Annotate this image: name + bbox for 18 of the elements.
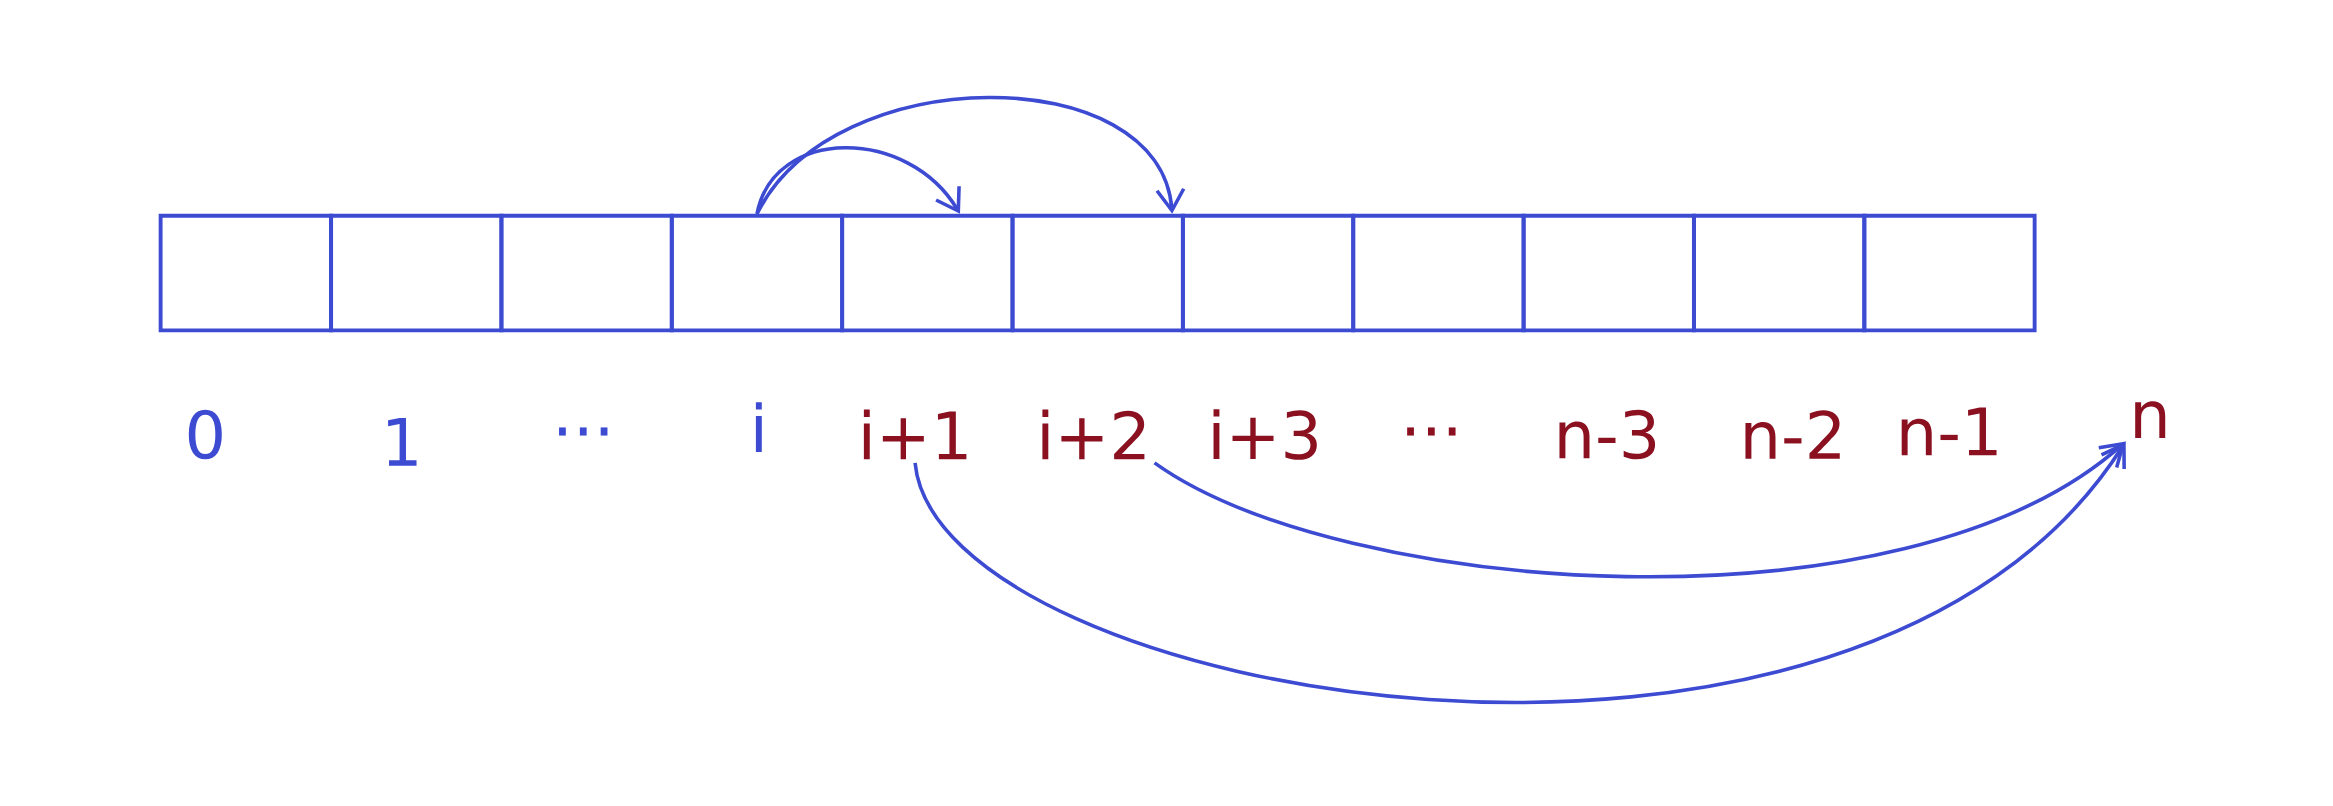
index-label: n-2 bbox=[1745, 409, 1840, 459]
index-label: i bbox=[755, 401, 762, 452]
index-label: i+3 bbox=[1213, 408, 1317, 460]
index-label: 1 bbox=[388, 417, 417, 466]
index-label: n-3 bbox=[1559, 409, 1656, 459]
arrow bbox=[755, 95, 1186, 215]
array-cell bbox=[1351, 213, 1526, 333]
index-label: ... bbox=[559, 427, 608, 436]
index-label: n-1 bbox=[1901, 407, 1997, 456]
index-label: 0 bbox=[188, 409, 222, 459]
arrow bbox=[755, 145, 961, 215]
index-label: i+1 bbox=[863, 409, 967, 460]
arrow bbox=[913, 441, 2126, 703]
index-label: i+2 bbox=[1042, 409, 1145, 460]
index-label: n bbox=[2135, 401, 2166, 438]
array-cell bbox=[1862, 213, 2037, 333]
index-label: ... bbox=[1407, 427, 1456, 436]
arrow bbox=[1153, 441, 2126, 579]
